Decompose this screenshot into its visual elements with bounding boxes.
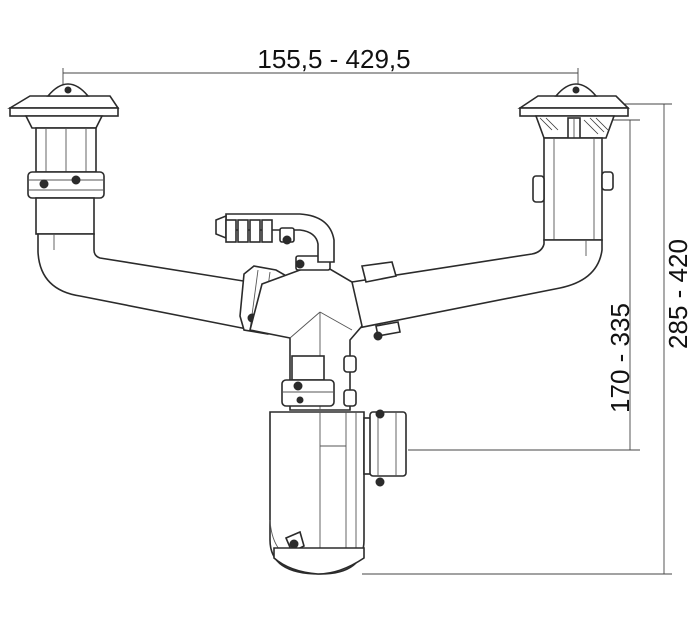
width-dimension-label: 155,5 - 429,5 [257,44,410,74]
total-height-dimension-label: 285 - 420 [663,239,693,349]
right-coupling [361,261,401,341]
lower-vertical-pipe [281,355,357,407]
outlet-height-dimension-label: 170 - 335 [605,303,635,413]
left-strainer [7,83,120,235]
bottle-trap [269,411,365,575]
right-strainer-section-hatch [539,117,609,135]
dimension-lines [62,68,672,575]
left-inlet-pipe [37,233,263,331]
right-inlet-pipe [351,239,603,329]
dishwasher-branch-connector [215,213,335,263]
right-strainer [517,83,630,241]
side-outlet [363,409,407,487]
